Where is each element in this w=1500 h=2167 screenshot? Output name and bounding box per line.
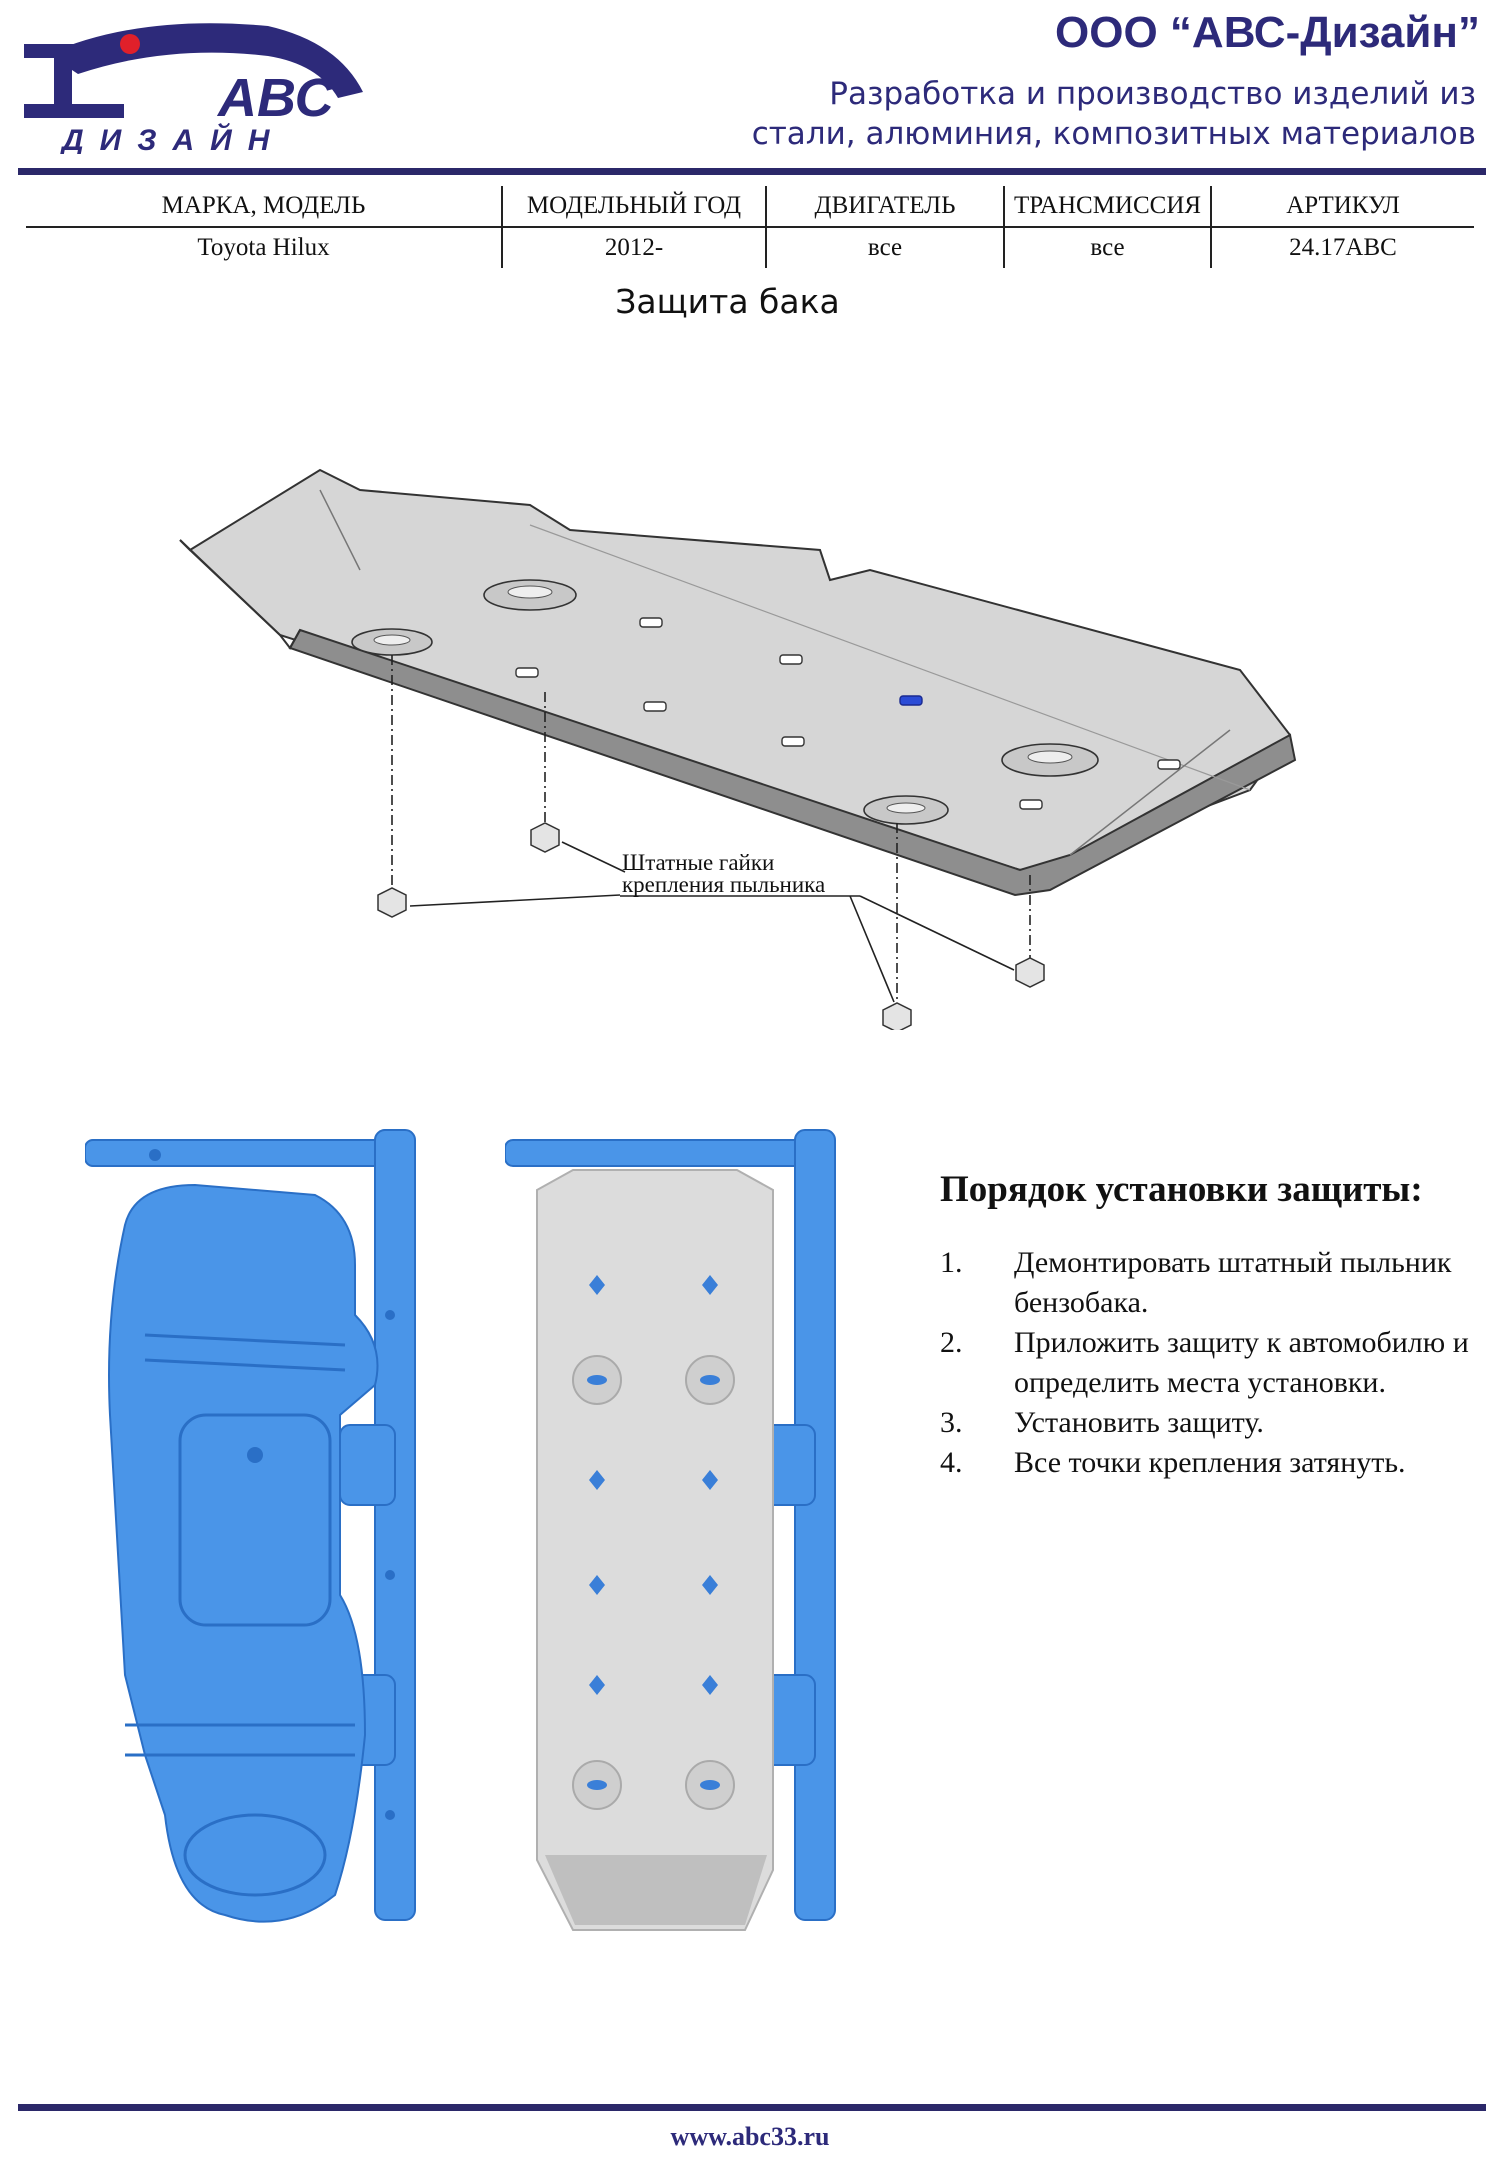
tagline-line-1: Разработка и производство изделий из — [829, 76, 1476, 112]
fuel-tank-scan-image — [85, 1129, 416, 1923]
cell-year: 2012- — [501, 227, 766, 268]
svg-text:Штатные гайки: Штатные гайки — [622, 850, 774, 875]
svg-text:АВС: АВС — [216, 68, 335, 128]
instruction-steps: 1. Демонтировать штатный пыльник бензоба… — [940, 1243, 1480, 1483]
section-title: Защита бака — [615, 282, 840, 321]
step-number: 1. — [940, 1246, 963, 1279]
cell-model: Toyota Hilux — [197, 234, 330, 261]
cell-article: 24.17ABC — [1210, 227, 1474, 268]
spec-table: МАРКА, МОДЕЛЬ МОДЕЛЬНЫЙ ГОД ДВИГАТЕЛЬ ТР… — [26, 186, 1474, 268]
list-item: 3. Установить защиту. — [940, 1403, 1480, 1443]
tagline-line-2: стали, алюминия, композитных материалов — [751, 116, 1476, 152]
svg-text:крепления пыльника: крепления пыльника — [622, 872, 825, 897]
column-header-model: МАРКА, МОДЕЛЬ — [26, 186, 502, 228]
spec-table-header-row: МАРКА, МОДЕЛЬ МОДЕЛЬНЫЙ ГОД ДВИГАТЕЛЬ ТР… — [26, 186, 1474, 228]
step-number: 4. — [940, 1446, 963, 1479]
table-row: Toyota Hilux 2012- все все 24.17ABC — [26, 227, 1474, 268]
header-divider — [18, 168, 1486, 175]
nut-icon — [1015, 957, 1045, 988]
step-text: Установить защиту. — [1014, 1406, 1264, 1439]
nut-icon — [530, 822, 560, 853]
footer-divider — [18, 2104, 1486, 2111]
guard-plate — [536, 1169, 774, 1931]
list-item: 2. Приложить защиту к автомобилю и опред… — [940, 1323, 1480, 1403]
website-link[interactable]: www.abc33.ru — [670, 2122, 830, 2151]
guard-plate-top — [179, 468, 1292, 872]
step-text: Демонтировать штатный пыльник бензобака. — [1014, 1246, 1452, 1319]
company-name: ООО “АВС-Дизайн” — [1055, 8, 1480, 57]
column-header-transmission: ТРАНСМИССИЯ — [1003, 186, 1211, 228]
installation-instructions: Порядок установки защиты: 1. Демонтирова… — [940, 1168, 1480, 1483]
guard-assembly-drawing: Штатные гайки крепления пыльника — [179, 468, 1297, 1030]
instructions-title: Порядок установки защиты: — [940, 1169, 1423, 1210]
step-number: 2. — [940, 1326, 963, 1359]
column-header-year: МОДЕЛЬНЫЙ ГОД — [501, 186, 766, 228]
company-logo: АВС ДИЗАЙН — [24, 23, 363, 154]
step-number: 3. — [940, 1406, 963, 1439]
cell-transmission: все — [1003, 227, 1211, 268]
nut-icon — [882, 1002, 912, 1030]
company-tagline: Разработка и производство изделий из ста… — [752, 74, 1476, 154]
column-header-article: АРТИКУЛ — [1210, 186, 1474, 228]
list-item: 4. Все точки крепления затянуть. — [940, 1443, 1480, 1483]
cell-engine: все — [765, 227, 1004, 268]
step-text: Все точки крепления затянуть. — [1014, 1446, 1406, 1479]
guard-installed-scan-image — [505, 1129, 836, 1931]
guard-plate-side — [288, 628, 1297, 897]
svg-text:ДИЗАЙН: ДИЗАЙН — [59, 122, 285, 154]
list-item: 1. Демонтировать штатный пыльник бензоба… — [940, 1243, 1480, 1323]
nut-icon — [377, 887, 407, 918]
column-header-engine: ДВИГАТЕЛЬ — [765, 186, 1004, 228]
step-text: Приложить защиту к автомобилю и определи… — [1014, 1326, 1469, 1399]
